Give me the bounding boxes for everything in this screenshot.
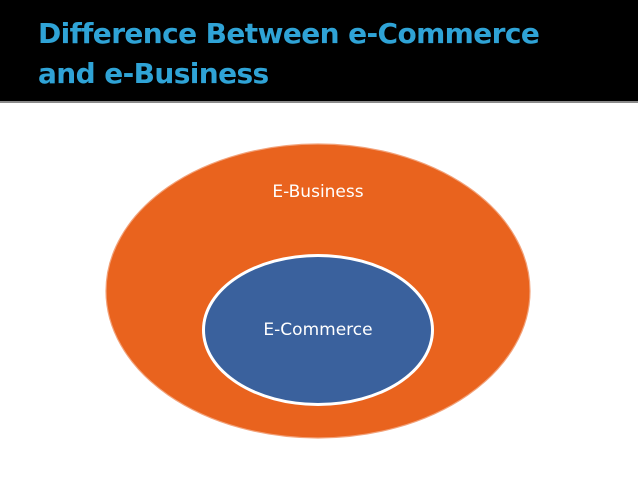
outer-ellipse-label: E-Business — [272, 182, 363, 202]
slide-title: Difference Between e-Commerce and e-Busi… — [38, 17, 540, 90]
inner-ellipse-label: E-Commerce — [263, 320, 372, 340]
title-divider — [0, 101, 638, 103]
title-bar: Difference Between e-Commerce and e-Busi… — [0, 0, 638, 101]
inner-ellipse — [205, 257, 431, 403]
inner-ellipse-group: E-Commerce — [202, 254, 434, 406]
